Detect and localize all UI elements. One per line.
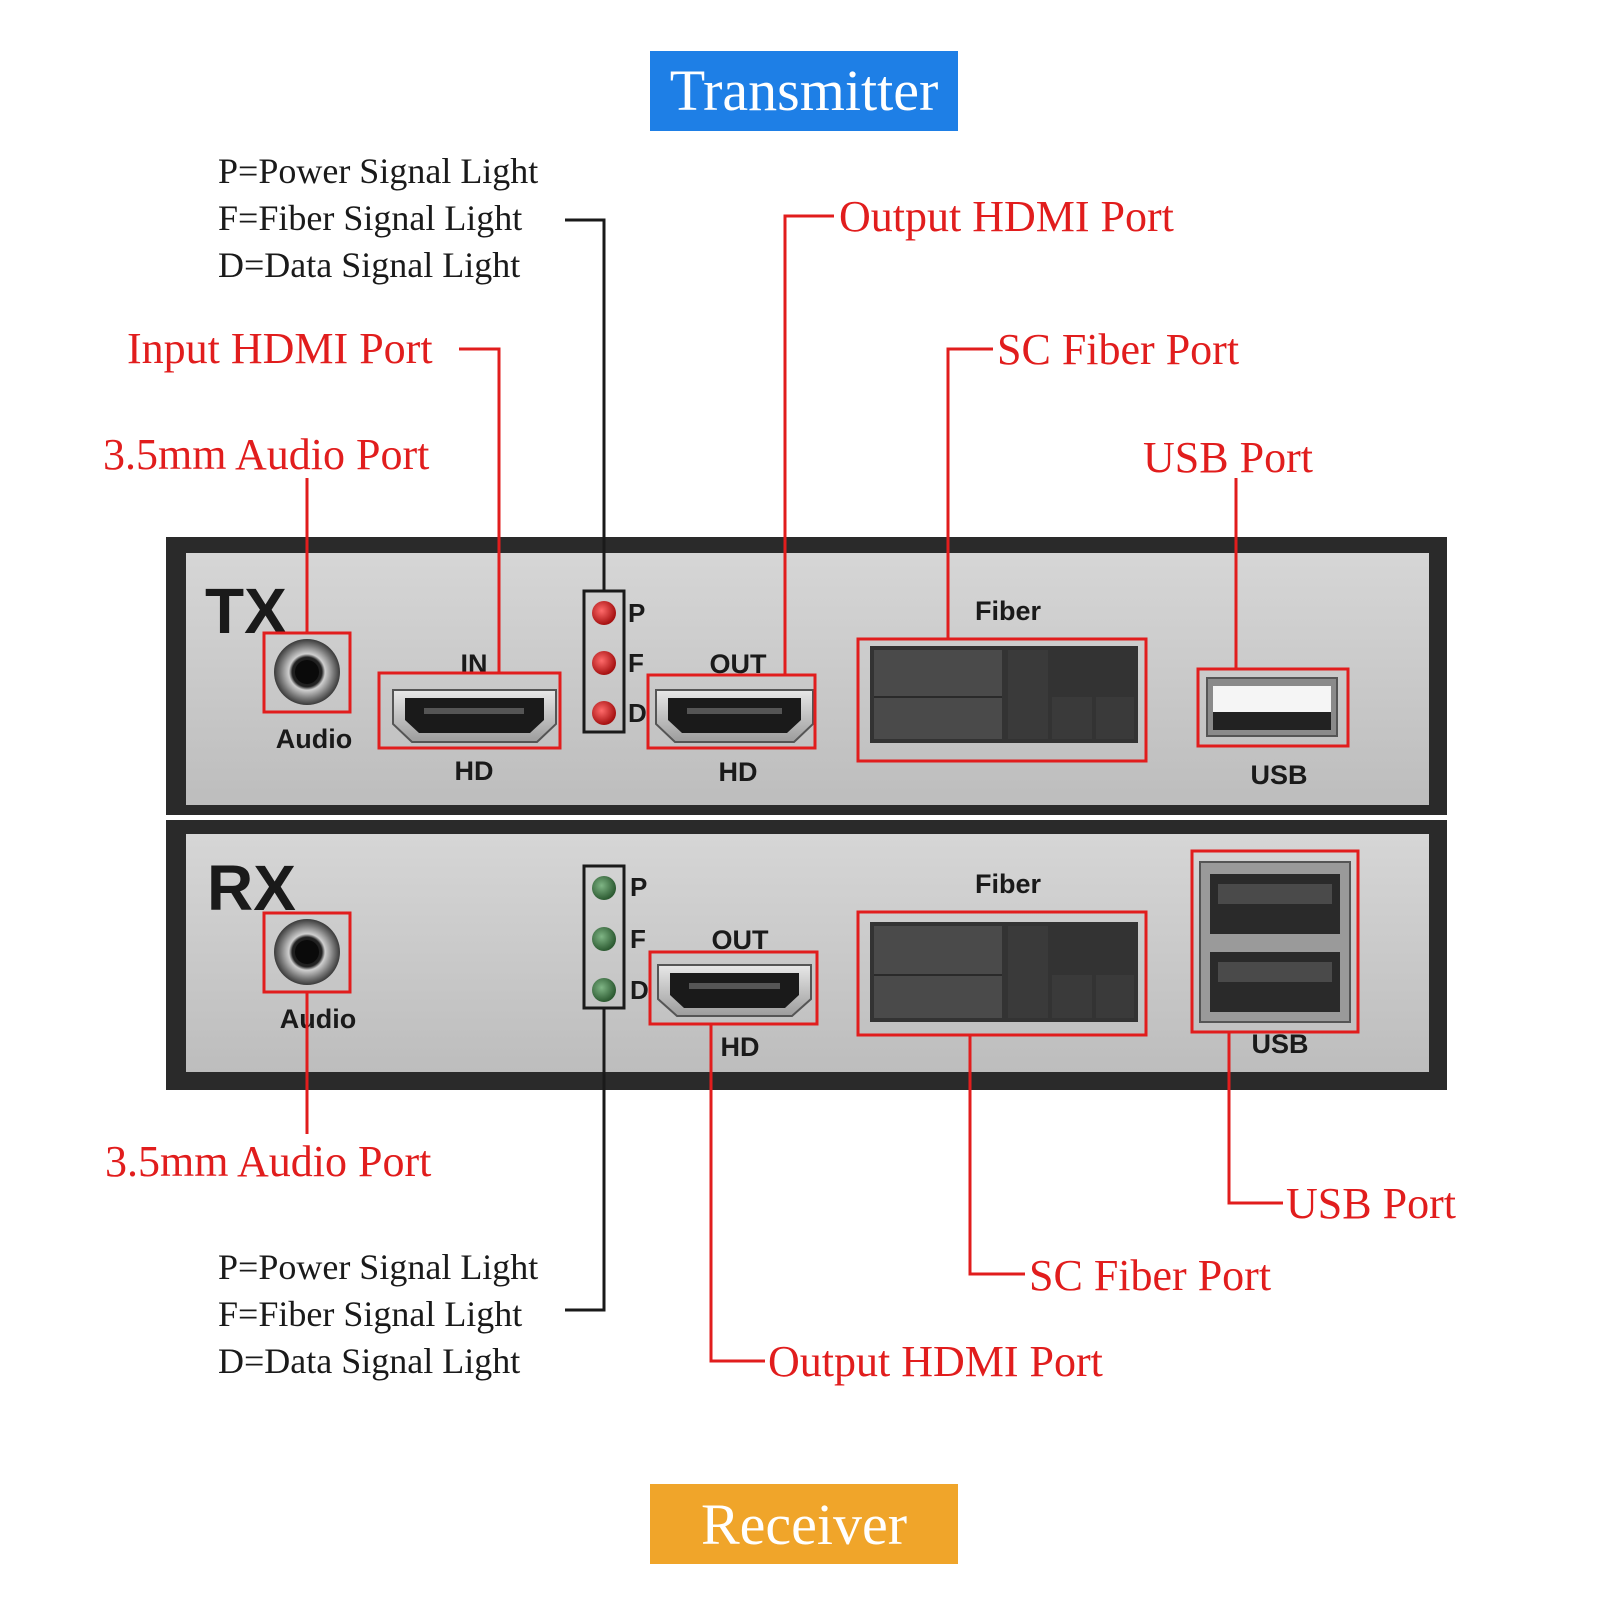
rx-led-p-label: P: [630, 872, 647, 902]
rx-sc-fiber-port: [870, 922, 1138, 1022]
rx-sc-fiber-callout: SC Fiber Port: [1029, 1251, 1271, 1300]
rx-legend-line-1: P=Power Signal Light: [218, 1247, 538, 1287]
tx-led-d: [592, 701, 616, 725]
rx-hdmi-out-port: [657, 964, 812, 1017]
tx-usb-callout: USB Port: [1143, 433, 1313, 482]
tx-legend-line-2: F=Fiber Signal Light: [218, 198, 522, 238]
tx-legend-leader: [565, 218, 606, 591]
rx-led-d: [592, 978, 616, 1002]
rx-legend-leader: [565, 1008, 606, 1312]
rx-out-label: OUT: [712, 925, 770, 955]
rx-led-d-label: D: [630, 975, 649, 1005]
rx-led-f-label: F: [630, 924, 646, 954]
rx-led-p: [592, 876, 616, 900]
tx-output-hdmi-leader: [783, 214, 834, 675]
tx-fiber-label: Fiber: [975, 596, 1042, 626]
transmitter-banner-label: Transmitter: [670, 58, 939, 123]
tx-usb-label: USB: [1250, 760, 1307, 790]
rx-hd-out-label: HD: [721, 1032, 760, 1062]
tx-led-f-label: F: [628, 648, 644, 678]
rx-usb-ports: [1199, 861, 1351, 1023]
tx-led-p: [592, 601, 616, 625]
rx-fiber-leader: [968, 1035, 1025, 1276]
transmitter-banner: Transmitter: [650, 51, 958, 131]
rx-output-hdmi-callout: Output HDMI Port: [768, 1337, 1103, 1386]
rx-led-f: [592, 927, 616, 951]
tx-callouts: P=Power Signal Light F=Fiber Signal Ligh…: [103, 151, 1313, 482]
tx-hdmi-out-port: [655, 689, 814, 743]
tx-input-hdmi-leader: [459, 347, 501, 673]
rx-legend-line-2: F=Fiber Signal Light: [218, 1294, 522, 1334]
tx-device: TX Audio IN HD P F D OUT: [166, 537, 1447, 815]
tx-fiber-highlight: [856, 637, 1148, 763]
rx-fiber-label: Fiber: [975, 869, 1042, 899]
rx-audio-callout: 3.5mm Audio Port: [105, 1137, 431, 1186]
tx-led-d-label: D: [628, 698, 647, 728]
tx-output-hdmi-highlight: [646, 673, 817, 750]
rx-callout-lines: [305, 992, 1283, 1363]
rx-legend-line-3: D=Data Signal Light: [218, 1341, 520, 1381]
rx-output-hdmi-leader: [709, 1024, 765, 1363]
rx-usb-highlight: [1190, 849, 1360, 1034]
tx-input-hdmi-highlight: [377, 671, 562, 750]
tx-audio-callout: 3.5mm Audio Port: [103, 430, 429, 479]
tx-hd-out-label: HD: [719, 757, 758, 787]
tx-usb-highlight: [1196, 667, 1350, 748]
rx-audio-jack: [274, 919, 340, 985]
tx-model-label: TX: [205, 575, 287, 647]
rx-usb-callout: USB Port: [1286, 1179, 1456, 1228]
rx-usb-leader: [1227, 1032, 1283, 1205]
tx-hd-in-label: HD: [455, 756, 494, 786]
receiver-banner-label: Receiver: [701, 1492, 907, 1557]
tx-sc-fiber-port: [870, 646, 1138, 743]
tx-legend-line-1: P=Power Signal Light: [218, 151, 538, 191]
tx-led-f: [592, 651, 616, 675]
rx-audio-label: Audio: [280, 1004, 356, 1034]
rx-output-hdmi-highlight: [648, 950, 819, 1026]
tx-sc-fiber-callout: SC Fiber Port: [997, 325, 1239, 374]
tx-input-hdmi-callout: Input HDMI Port: [127, 324, 433, 373]
tx-output-hdmi-callout: Output HDMI Port: [839, 192, 1174, 241]
tx-audio-jack: [274, 639, 340, 705]
rx-callouts: 3.5mm Audio Port USB Port SC Fiber Port …: [105, 1137, 1456, 1386]
tx-audio-label: Audio: [276, 724, 352, 754]
tx-led-p-label: P: [628, 598, 645, 628]
tx-usb-port: [1206, 677, 1338, 737]
receiver-banner: Receiver: [650, 1484, 958, 1564]
rx-usb-label: USB: [1251, 1029, 1308, 1059]
tx-legend-line-3: D=Data Signal Light: [218, 245, 520, 285]
rx-device: RX Audio P F D OUT HD Fiber: [166, 820, 1447, 1090]
rx-fiber-highlight: [856, 910, 1148, 1037]
tx-hdmi-in-port: [392, 689, 557, 743]
tx-fiber-leader: [946, 347, 993, 639]
tx-callout-lines: [305, 214, 1238, 675]
